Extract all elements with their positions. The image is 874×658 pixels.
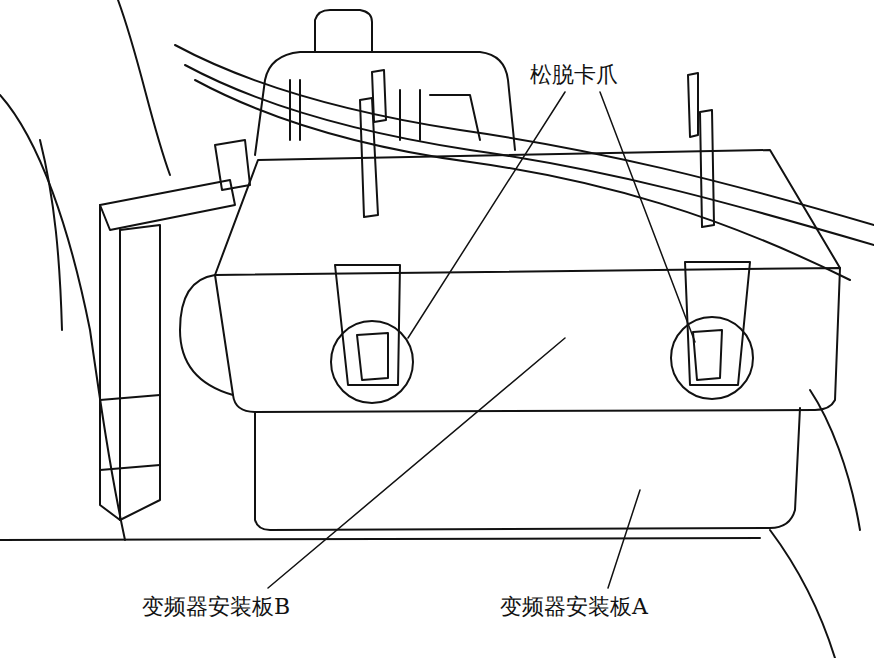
plate-b-side [180, 275, 233, 395]
cable [175, 45, 874, 225]
bracket [100, 395, 160, 400]
body-curve [810, 390, 860, 530]
leader-line [268, 338, 565, 588]
bracket [100, 180, 235, 230]
bracket [100, 465, 160, 470]
claw-tab [685, 262, 750, 385]
leader-line [600, 92, 695, 342]
part-label: 变频器安装板B [140, 594, 292, 620]
leader-line [408, 92, 565, 338]
ground-line [0, 538, 760, 540]
part-label: 松脱卡爪 [528, 62, 620, 88]
connector-latch [215, 140, 250, 190]
body-curve [40, 140, 62, 330]
cable [195, 80, 850, 280]
part-label: 变频器安装板A [498, 594, 650, 620]
claw-window [357, 333, 388, 380]
plate-a [255, 408, 800, 530]
plate-b [215, 268, 840, 412]
claw-window [693, 330, 722, 380]
connector [255, 52, 515, 155]
highlight-circle [671, 317, 753, 399]
body-line [118, 0, 170, 175]
body-curve [0, 95, 125, 540]
plate-b-top [215, 150, 840, 275]
body-curve [770, 530, 835, 658]
bracket [100, 205, 120, 520]
connector [315, 10, 372, 52]
cable-clip [372, 70, 386, 122]
bracket [120, 225, 160, 520]
leader-line [608, 490, 640, 588]
cable [185, 65, 874, 245]
cable-clip [700, 110, 714, 227]
cable-clip [360, 98, 378, 217]
cable-clip [688, 73, 698, 137]
highlight-circle [331, 321, 413, 403]
